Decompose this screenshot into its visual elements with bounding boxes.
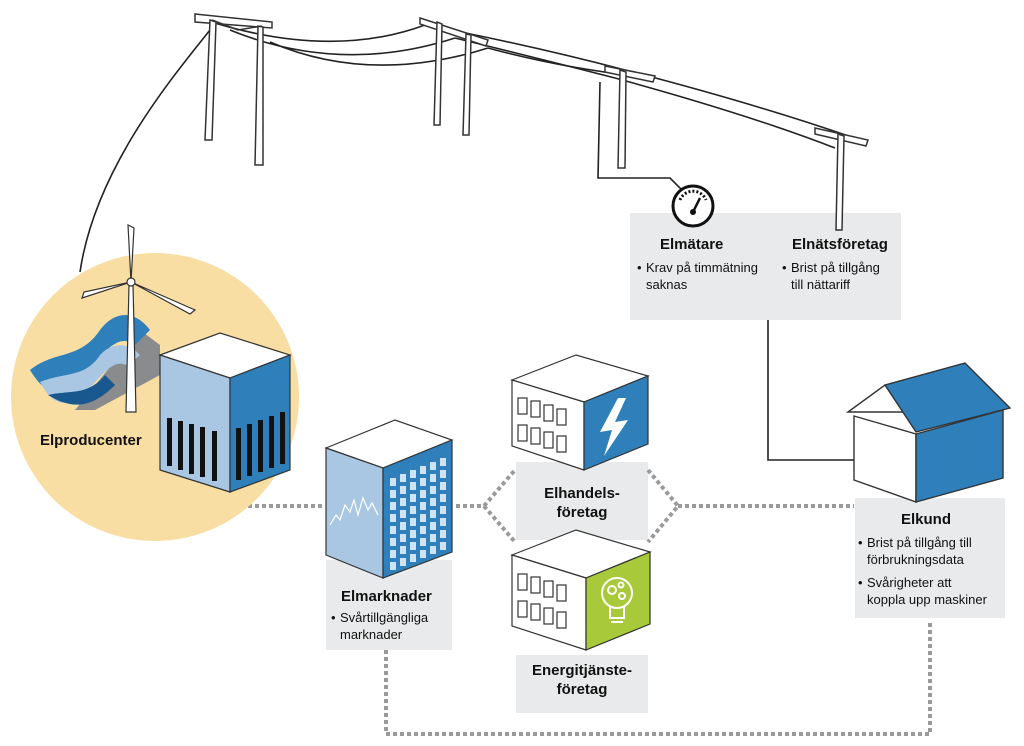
building-window <box>420 502 426 510</box>
building-window <box>440 470 446 478</box>
building-window <box>430 462 436 470</box>
building-window <box>420 490 426 498</box>
retail-building-icon <box>510 354 650 471</box>
building-window <box>430 498 436 506</box>
building-window <box>440 482 446 490</box>
power-plant-icon <box>158 332 292 493</box>
lightbulb-gears-icon <box>601 577 633 623</box>
building-window <box>400 522 406 530</box>
building-window <box>390 514 396 522</box>
energy-building-icon <box>510 529 652 651</box>
building-window <box>390 550 396 558</box>
building-window <box>430 510 436 518</box>
building-window <box>410 554 416 562</box>
meter-title: Elmätare <box>660 236 724 253</box>
building-window <box>430 486 436 494</box>
building-window <box>420 514 426 522</box>
building-window <box>430 534 436 542</box>
markets-title: Elmarknader <box>341 588 432 605</box>
customer-title: Elkund <box>901 511 952 528</box>
building-window <box>420 526 426 534</box>
building-window <box>410 470 416 478</box>
grid-title: Elnätsföretag <box>792 236 888 253</box>
house-icon <box>845 362 1012 503</box>
building-window <box>410 494 416 502</box>
energy-title: Energitjänste-företag <box>531 662 633 698</box>
building-window <box>440 542 446 550</box>
building-window <box>390 562 396 570</box>
building-window <box>390 538 396 546</box>
power-pylon-icon <box>194 13 869 231</box>
building-window <box>410 482 416 490</box>
building-window <box>390 478 396 486</box>
building-window <box>390 502 396 510</box>
wind-turbine-icon <box>81 224 197 413</box>
building-window <box>410 542 416 550</box>
building-window <box>420 478 426 486</box>
building-window <box>420 538 426 546</box>
building-window <box>400 474 406 482</box>
building-window <box>440 530 446 538</box>
building-window <box>400 510 406 518</box>
hydro-dam-icon <box>30 315 160 410</box>
dotted-connections <box>248 468 932 736</box>
building-window <box>400 486 406 494</box>
building-window <box>410 530 416 538</box>
building-window <box>440 518 446 526</box>
building-window <box>440 506 446 514</box>
energy-box <box>516 655 648 713</box>
market-building-icon <box>324 419 454 579</box>
building-window <box>400 546 406 554</box>
building-window <box>400 558 406 566</box>
retail-title: Elhandels-företag <box>544 485 620 521</box>
producer-title: Elproducenter <box>40 432 142 449</box>
building-window <box>390 526 396 534</box>
meter-gauge-icon <box>671 184 715 228</box>
building-window <box>440 458 446 466</box>
building-window <box>430 546 436 554</box>
retail-box <box>516 462 648 540</box>
building-window <box>420 466 426 474</box>
building-window <box>430 522 436 530</box>
building-window <box>440 494 446 502</box>
lightning-icon <box>600 398 628 456</box>
building-window <box>390 490 396 498</box>
building-window <box>410 518 416 526</box>
building-window <box>430 474 436 482</box>
building-window <box>400 534 406 542</box>
building-window <box>410 506 416 514</box>
building-window <box>420 550 426 558</box>
building-window <box>400 498 406 506</box>
